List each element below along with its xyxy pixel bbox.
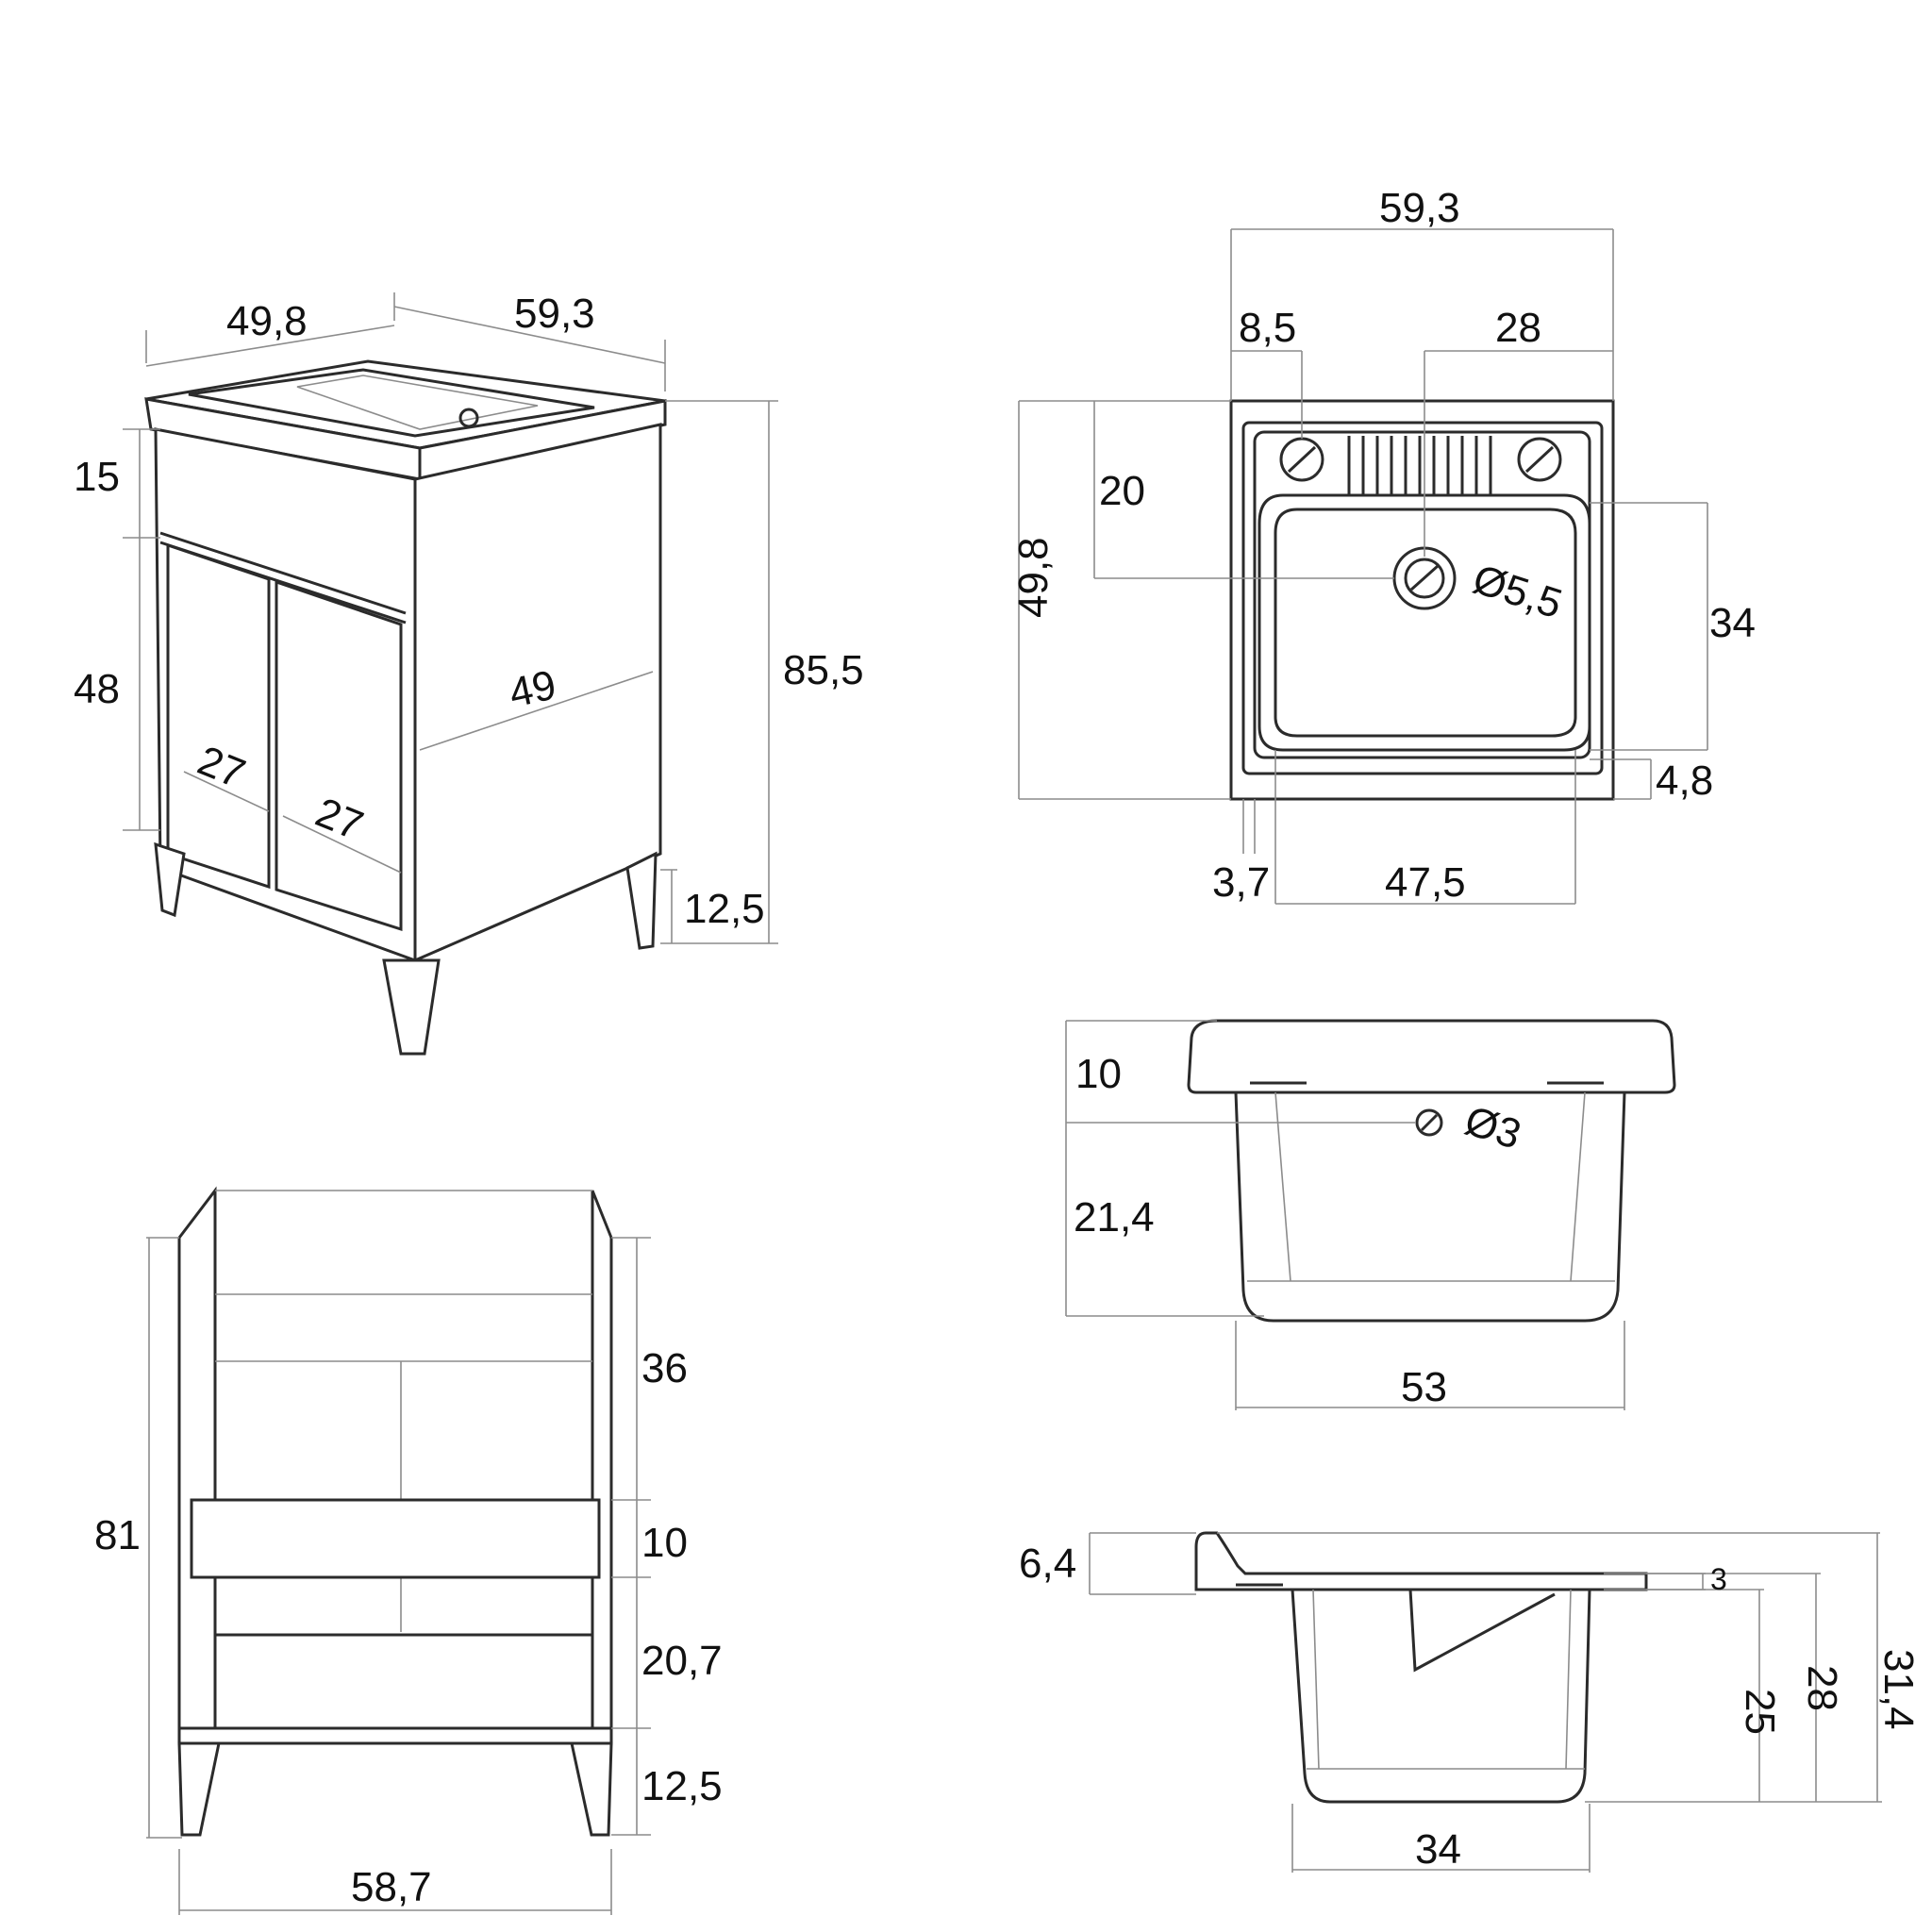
- dim-hole-to-edge: 28: [1495, 305, 1541, 351]
- dim-cabinet-height: 81: [94, 1512, 141, 1558]
- dim-leg-height: 12,5: [684, 886, 765, 932]
- dim-upper-section: 36: [641, 1345, 688, 1391]
- cabinet-front-view: 81 36 10 20,7 12,5 58,7: [94, 1186, 723, 1915]
- sink-side-view: 6,4 3 25 28 31,4 34: [1019, 1531, 1922, 1873]
- dim-door-height: 48: [74, 666, 120, 712]
- dim-rim-front: 4,8: [1656, 758, 1713, 804]
- dim-side-depth: 49: [506, 662, 560, 717]
- dim-lower-section: 20,7: [641, 1638, 723, 1684]
- dim-edge-to-hole: 8,5: [1239, 305, 1296, 351]
- dim-cabinet-width: 58,7: [351, 1864, 432, 1910]
- perspective-view: 49,8 59,3 15 48 49 27 27 85,5 12,5: [74, 291, 864, 1056]
- dim-side-basin-depth: 25: [1737, 1689, 1783, 1735]
- dim-basin-width: 47,5: [1385, 859, 1466, 906]
- dim-basin-height: 21,4: [1074, 1194, 1155, 1241]
- dim-side-depth-to-rim: 28: [1799, 1665, 1845, 1711]
- dim-sink-width: 59,3: [1379, 185, 1460, 231]
- dim-sink-depth: 49,8: [1010, 537, 1057, 618]
- dim-side-rim: 3: [1710, 1562, 1727, 1596]
- dim-drawer-height: 15: [74, 454, 120, 500]
- dim-backsplash: 6,4: [1019, 1541, 1076, 1587]
- dim-side-bottom-width: 34: [1415, 1826, 1461, 1873]
- dim-side-total-height: 31,4: [1875, 1649, 1922, 1730]
- dim-basin-depth: 34: [1709, 600, 1756, 646]
- dim-width: 59,3: [514, 291, 595, 337]
- sink-top-view: 59,3 8,5 28 49,8 20 34 Ø5,5 4,8 3,7 47,5: [1010, 185, 1756, 906]
- dim-cabinet-leg: 12,5: [641, 1763, 723, 1809]
- dim-front-to-drain: 20: [1099, 468, 1145, 514]
- dim-bottom-width: 53: [1401, 1364, 1447, 1410]
- sink-front-view: 10 21,4 Ø3 53: [1065, 1019, 1676, 1410]
- dim-rim-height: 10: [1075, 1051, 1122, 1097]
- dim-total-height: 85,5: [783, 647, 864, 693]
- dim-rim-side: 3,7: [1212, 859, 1270, 906]
- dim-drawer-band: 10: [641, 1520, 688, 1566]
- dim-depth: 49,8: [226, 298, 308, 344]
